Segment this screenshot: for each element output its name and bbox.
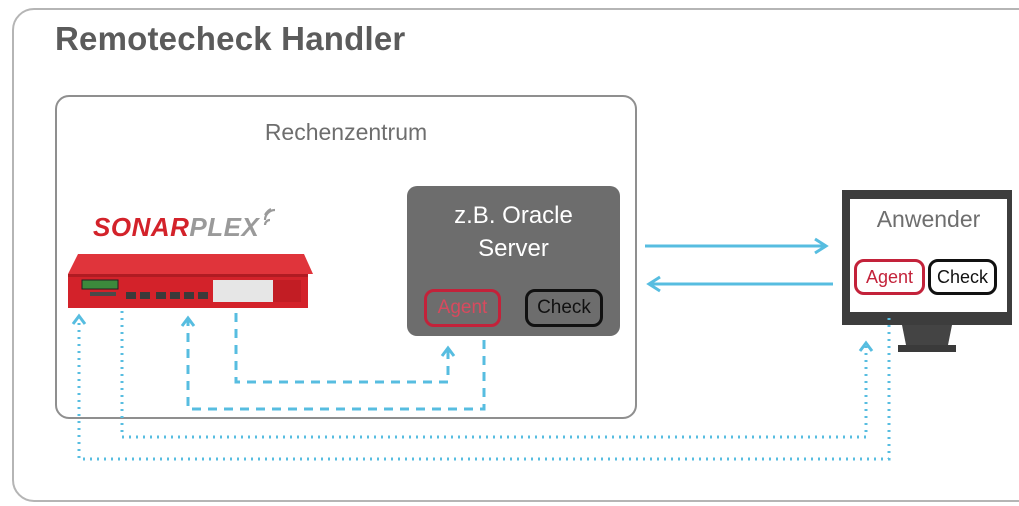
arrow-to-user-head [814,237,829,255]
server-label: z.B. Oracle Server [454,202,573,262]
datacenter-label: Rechenzentrum [264,119,428,145]
dashed-path-server-check-to-appliance [186,318,486,411]
sonarplex-appliance [68,254,313,308]
wireless-signal-icon [263,208,276,226]
user-agent-badge: Agent [854,259,925,295]
dotted-head-appliance [71,313,87,325]
dotted-path-user-check-to-appliance [77,316,891,461]
sonarplex-logo: SONARPLEX [93,212,259,243]
user-check-badge: Check [928,259,997,295]
datacenter-box [55,95,637,419]
diagram-title: Remotecheck Handler [55,20,406,57]
dashed-head-appliance [180,315,196,327]
server-check-badge: Check [525,289,603,327]
dashed-path-appliance-to-server-agent [234,313,450,384]
dotted-head-user-agent [858,340,874,352]
dotted-path-appliance-to-user-agent [120,311,868,439]
logo-part-plex: PLEX [189,212,260,242]
server-agent-badge: Agent [424,289,501,327]
user-label: Anwender [876,206,981,232]
logo-part-sonar: SONAR [93,212,190,242]
arrow-to-server-head [646,275,661,293]
outer-frame [12,8,1019,502]
dashed-head-server-agent [440,345,456,357]
